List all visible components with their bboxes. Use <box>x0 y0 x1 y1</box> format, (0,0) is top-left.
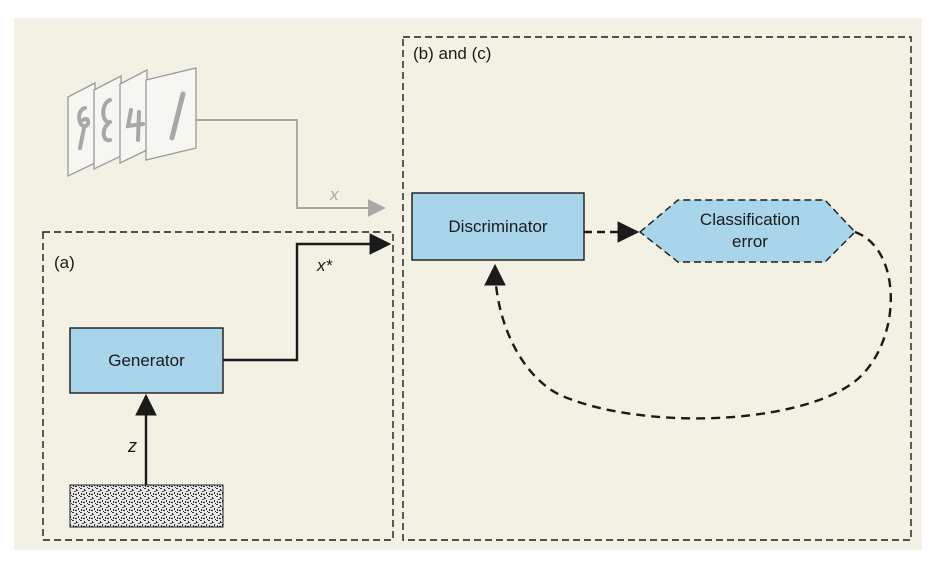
generated-sample-arrow <box>223 233 392 362</box>
classification-error-node <box>638 199 856 263</box>
generator-node <box>69 327 224 394</box>
classification-error-label: Classification error <box>660 200 840 262</box>
generated-sample-label: x* <box>317 256 333 275</box>
discriminator-node <box>411 192 585 261</box>
discriminator-label: Discriminator <box>448 216 548 236</box>
real-data-arrow <box>196 119 386 217</box>
real-samples-icon <box>67 67 197 178</box>
panel-bc-border <box>402 36 912 541</box>
classification-error-line2: error <box>732 232 768 251</box>
generator-label: Generator <box>108 350 185 370</box>
panel-bc-label: (b) and (c) <box>413 44 492 63</box>
real-sample-label: x <box>330 185 339 204</box>
noise-icon <box>69 484 224 528</box>
noise-label: z <box>128 436 137 456</box>
panel-a-border <box>42 231 394 541</box>
panel-a-label: (a) <box>54 253 75 272</box>
feedback-arrow <box>484 230 892 420</box>
classification-error-line1: Classification <box>699 210 801 229</box>
